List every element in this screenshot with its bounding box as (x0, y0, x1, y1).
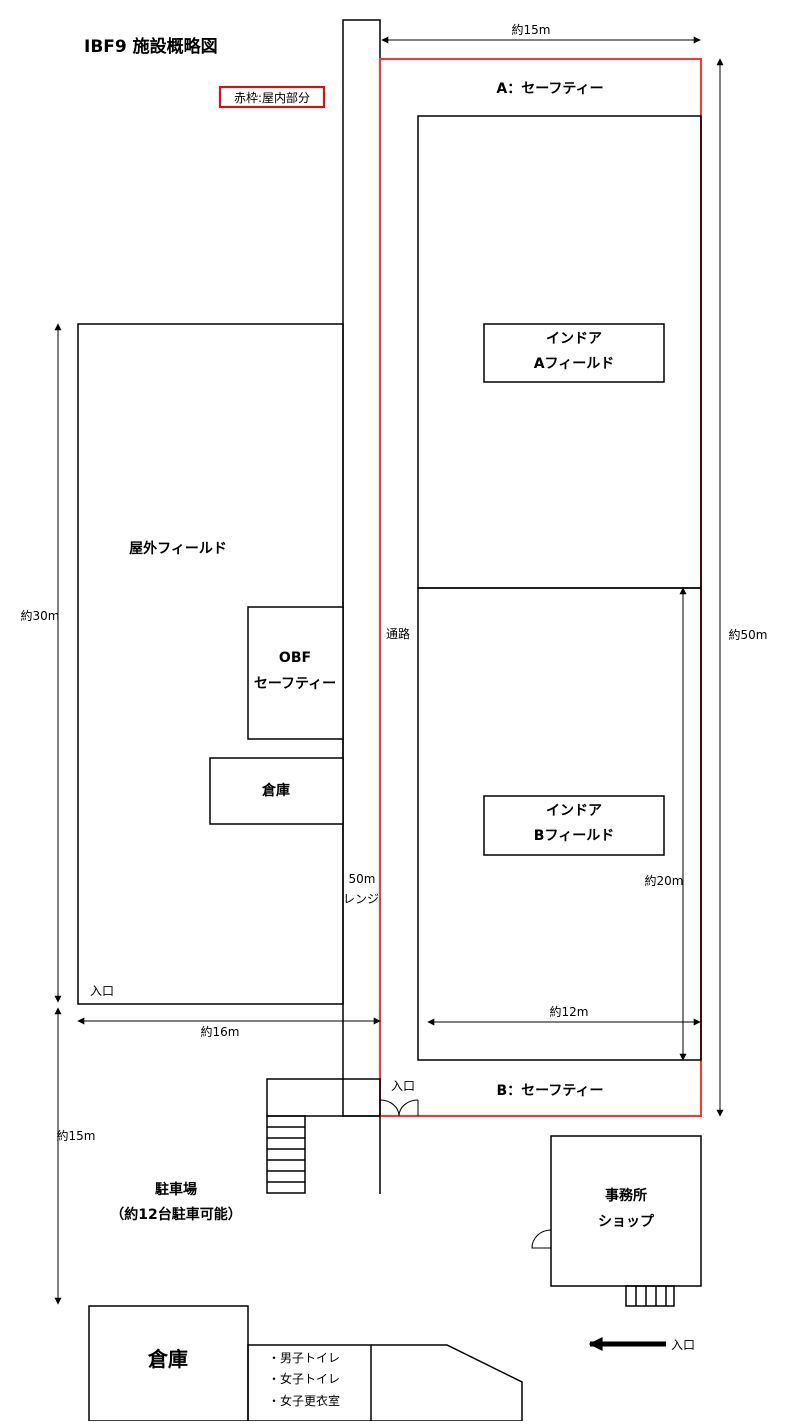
outdoor-storage-zone (209, 757, 344, 825)
indoor-field-b-label-box (483, 795, 665, 856)
obf-safety-label-line2: セーフティー (254, 676, 336, 692)
outdoor-field-label: 屋外フィールド (129, 540, 227, 557)
dimension-outdoor-length: 約30m (21, 608, 60, 623)
range-column (342, 19, 381, 1117)
parking-label-line2: （約12台駐車可能） (110, 1206, 241, 1223)
legend-label: 赤枠:屋内部分 (234, 90, 310, 105)
page-title: IBF9 施設概略図 (84, 36, 218, 57)
indoor-field-a-label-line1: インドア (546, 331, 602, 347)
outdoor-storage-label: 倉庫 (261, 782, 290, 799)
facility-mens-restroom: ・男子トイレ (268, 1351, 340, 1365)
dimension-field-b-width: 約12m (550, 1004, 589, 1019)
indoor-entrance-door-right (398, 1099, 419, 1117)
obf-safety-zone (247, 606, 344, 740)
office-steps (625, 1285, 675, 1307)
stairs (266, 1115, 306, 1194)
indoor-field-a-label-line2: Aフィールド (534, 356, 615, 372)
facility-womens-changing-room: ・女子更衣室 (268, 1393, 340, 1408)
indoor-field-b-label-line1: インドア (546, 803, 602, 819)
office-door (531, 1229, 552, 1249)
facility-womens-restroom: ・女子トイレ (268, 1371, 340, 1386)
office-building (550, 1135, 702, 1287)
office-label-line1: 事務所 (605, 1187, 647, 1204)
dimension-parking-length: 約15m (57, 1128, 96, 1143)
dimension-indoor-length: 約50m (729, 627, 768, 642)
dimension-outdoor-width: 約16m (201, 1024, 240, 1039)
site-entrance-label: 入口 (671, 1338, 695, 1352)
range-label-line1: 50m (349, 872, 376, 886)
annex-building (371, 1344, 523, 1422)
outdoor-entrance-label: 入口 (90, 984, 114, 998)
legend-box (219, 86, 325, 108)
range-label-line2: レンジ (343, 892, 379, 906)
safety-a-label: A：セーフティー (496, 81, 603, 97)
obf-safety-label-line1: OBF (279, 650, 311, 666)
indoor-entrance-label: 入口 (391, 1079, 415, 1093)
indoor-field-b-label-line2: Bフィールド (534, 828, 614, 844)
indoor-entrance-landing (266, 1078, 381, 1117)
corridor-label: 通路 (386, 626, 410, 641)
dimension-field-b-length: 約20m (645, 873, 684, 888)
indoor-field-b-zone (417, 587, 702, 1061)
office-label-line2: ショップ (598, 1214, 655, 1230)
safety-b-label: B：セーフティー (497, 1083, 604, 1099)
parking-label-line1: 駐車場 (155, 1181, 197, 1198)
indoor-entrance-door-left (379, 1099, 400, 1117)
bottom-storage-label: 倉庫 (147, 1347, 188, 1371)
indoor-field-a-label-box (483, 323, 665, 383)
dimension-indoor-width: 約15m (512, 22, 551, 37)
